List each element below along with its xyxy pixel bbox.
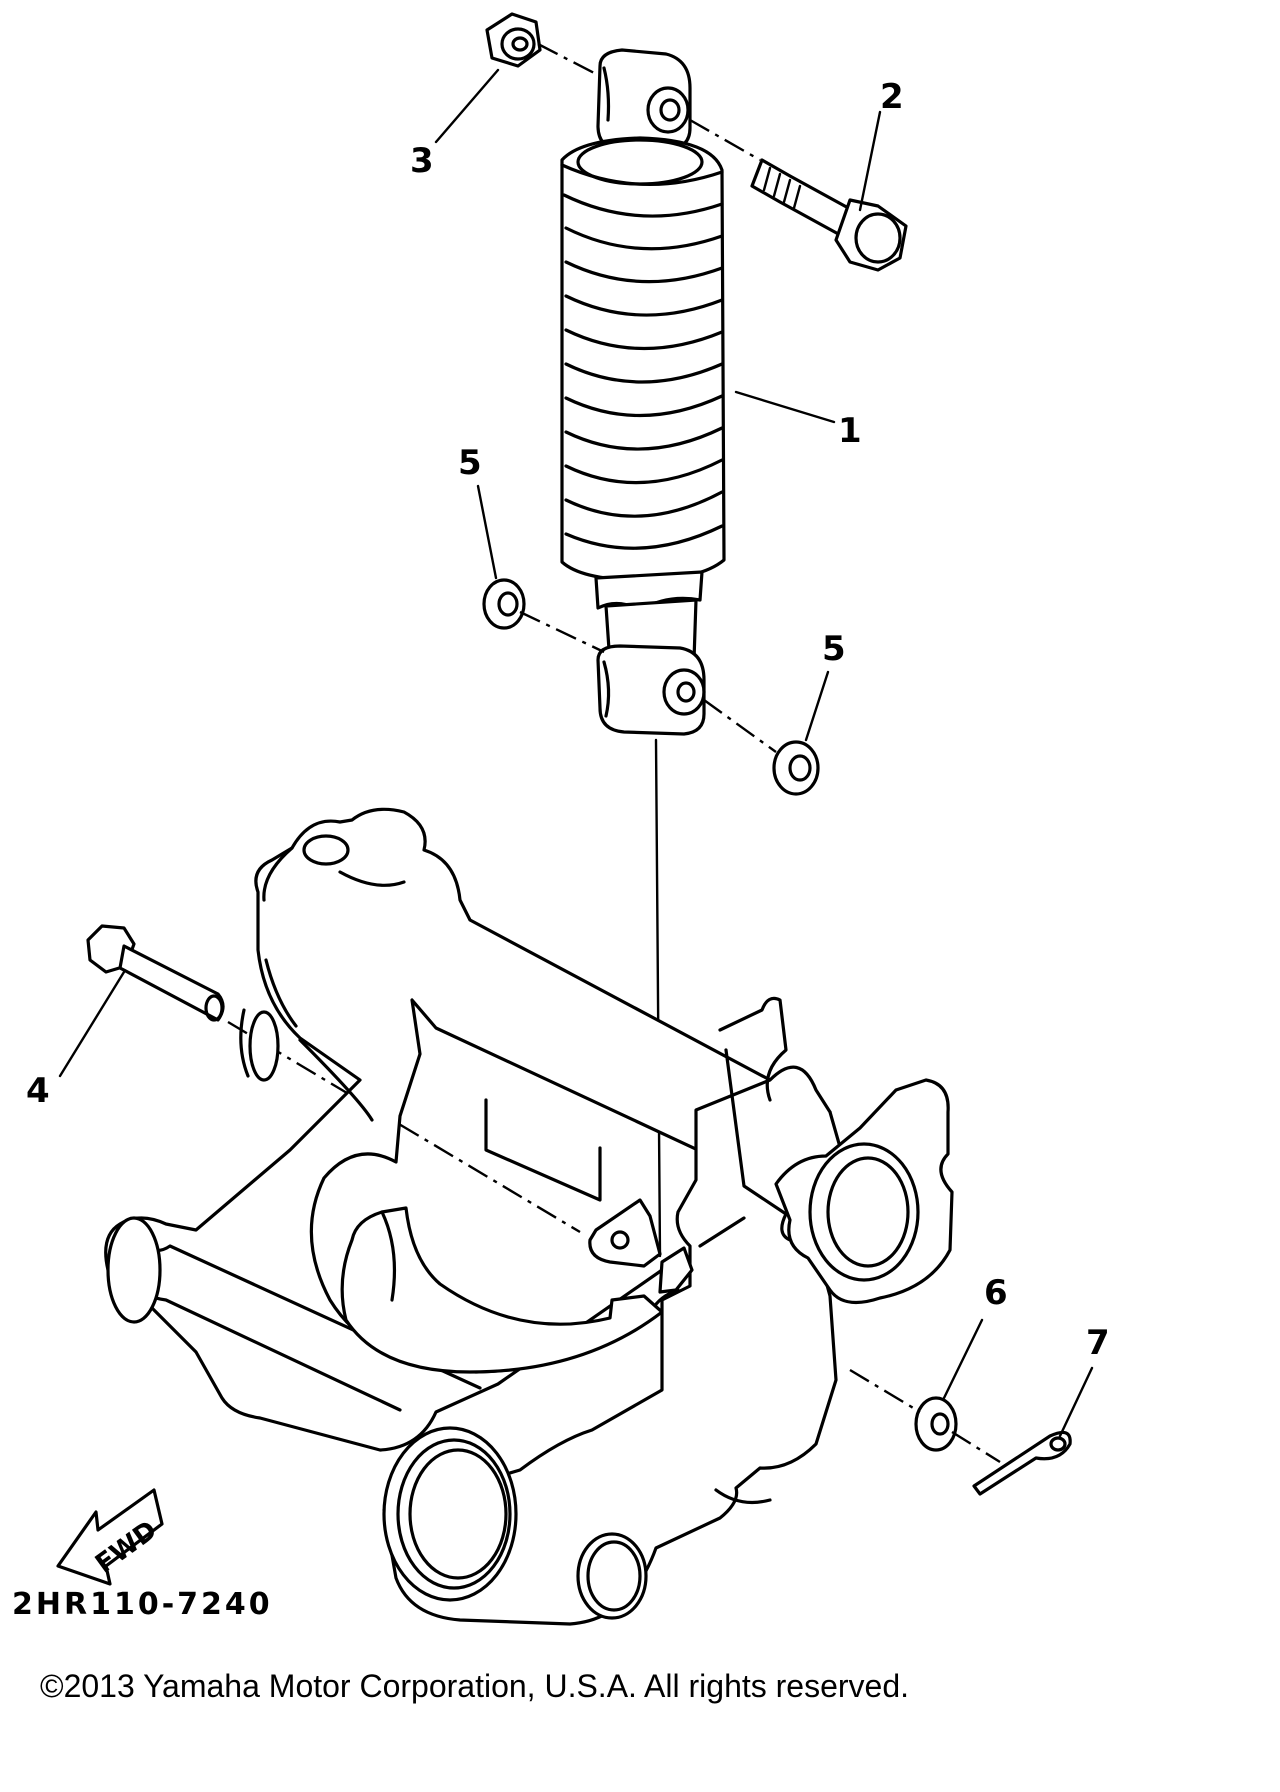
swing-arm	[104, 807, 954, 1626]
callout-3: 3	[410, 141, 434, 181]
callout-leaders	[58, 68, 1094, 1438]
centerline-upper-b	[689, 118, 761, 162]
collar-right-part-5	[772, 740, 820, 796]
copyright-notice: ©2013 Yamaha Motor Corporation, U.S.A. A…	[40, 1668, 910, 1704]
callout-5-right: 5	[822, 629, 846, 669]
shock-mount-line	[654, 738, 662, 1258]
centerline-axle-b	[951, 1430, 1001, 1464]
washer-part-6	[914, 1396, 958, 1452]
centerline-pivot	[227, 1020, 581, 1234]
callout-6: 6	[984, 1273, 1008, 1313]
callout-4: 4	[26, 1071, 50, 1111]
callout-5-left: 5	[458, 443, 482, 483]
centerline-upper-a	[537, 42, 601, 78]
fwd-arrow-icon: FWD	[56, 1488, 164, 1586]
upper-nut-part-3	[485, 12, 542, 68]
pivot-bolt-part-4	[86, 924, 225, 1022]
cotter-pin-part-7	[972, 1430, 1072, 1496]
callout-7: 7	[1086, 1323, 1110, 1363]
centerline-axle-a	[849, 1368, 921, 1414]
upper-bolt-part-2	[750, 158, 908, 272]
callout-2: 2	[880, 77, 904, 117]
callout-1: 1	[838, 411, 862, 451]
centerline-lower-a	[519, 610, 605, 654]
shock-absorber-part-1	[560, 48, 726, 736]
drawing-code: 2HR110-7240	[12, 1587, 273, 1622]
collar-left-part-5	[482, 578, 526, 630]
centerline-lower-b	[703, 699, 777, 753]
